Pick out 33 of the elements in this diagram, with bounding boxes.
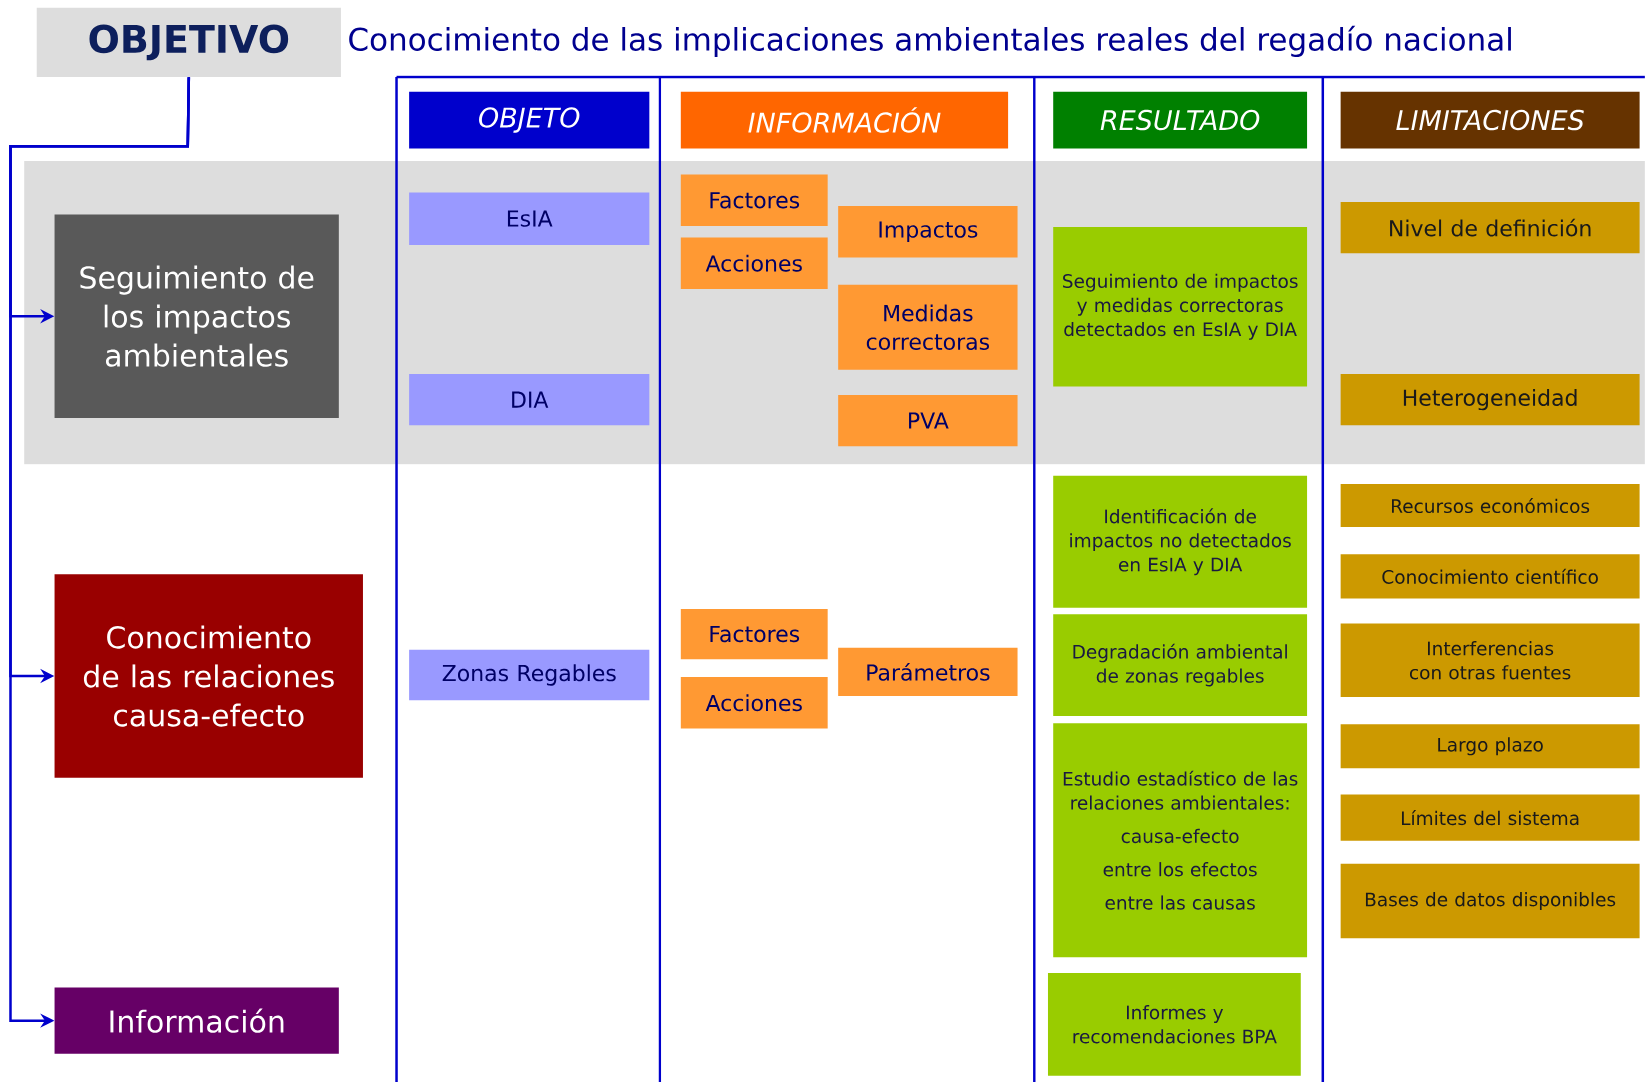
- column-header: OBJETO: [409, 91, 650, 149]
- information-box: Parámetros: [838, 647, 1018, 696]
- object-box: EsIA: [409, 192, 650, 245]
- limitation-box: Bases de datos disponibles: [1340, 863, 1640, 939]
- object-box: DIA: [409, 373, 650, 426]
- result-box: Identificación de impactos no detectados en EsIA y DIA: [1053, 475, 1308, 608]
- limitation-box: Recursos económicos: [1340, 484, 1640, 528]
- limitation-box: Interferencias con otras fuentes: [1340, 623, 1640, 697]
- limitation-box: Nivel de definición: [1340, 201, 1640, 254]
- information-box: Factores: [680, 608, 828, 660]
- process-box: Seguimiento de los impactos ambientales: [54, 214, 339, 418]
- information-box: Factores: [680, 174, 828, 226]
- limitation-box: Heterogeneidad: [1340, 373, 1640, 426]
- result-box: Degradación ambiental de zonas regables: [1053, 614, 1308, 716]
- limitation-box: Largo plazo: [1340, 724, 1640, 769]
- process-box: Información: [54, 987, 339, 1054]
- column-header: INFORMACIÓN: [680, 91, 1009, 149]
- information-box: PVA: [838, 394, 1018, 447]
- column-header: LIMITACIONES: [1340, 91, 1640, 149]
- title: Conocimiento de las implicaciones ambientales reales del regadío nacional: [349, 25, 1511, 57]
- objective-box: OBJETIVO: [36, 7, 341, 78]
- information-box: Acciones: [680, 677, 828, 729]
- information-box: Acciones: [680, 237, 828, 289]
- process-box: Conocimiento de las relaciones causa-efecto: [54, 574, 363, 778]
- limitation-box: Conocimiento científico: [1340, 554, 1640, 599]
- result-box: Seguimiento de impactos y medidas correctoras detectados en EsIA y DIA: [1053, 227, 1308, 387]
- limitation-box: Límites del sistema: [1340, 794, 1640, 841]
- information-box: Impactos: [838, 206, 1018, 258]
- column-header: RESULTADO: [1053, 91, 1308, 149]
- information-box: Medidas correctoras: [838, 284, 1018, 370]
- result-box: Informes y recomendaciones BPA: [1047, 972, 1301, 1076]
- result-box: Estudio estadístico de las relaciones ambientales: causa-efecto entre los efectos entre las causas: [1053, 723, 1308, 958]
- object-box: Zonas Regables: [409, 649, 650, 701]
